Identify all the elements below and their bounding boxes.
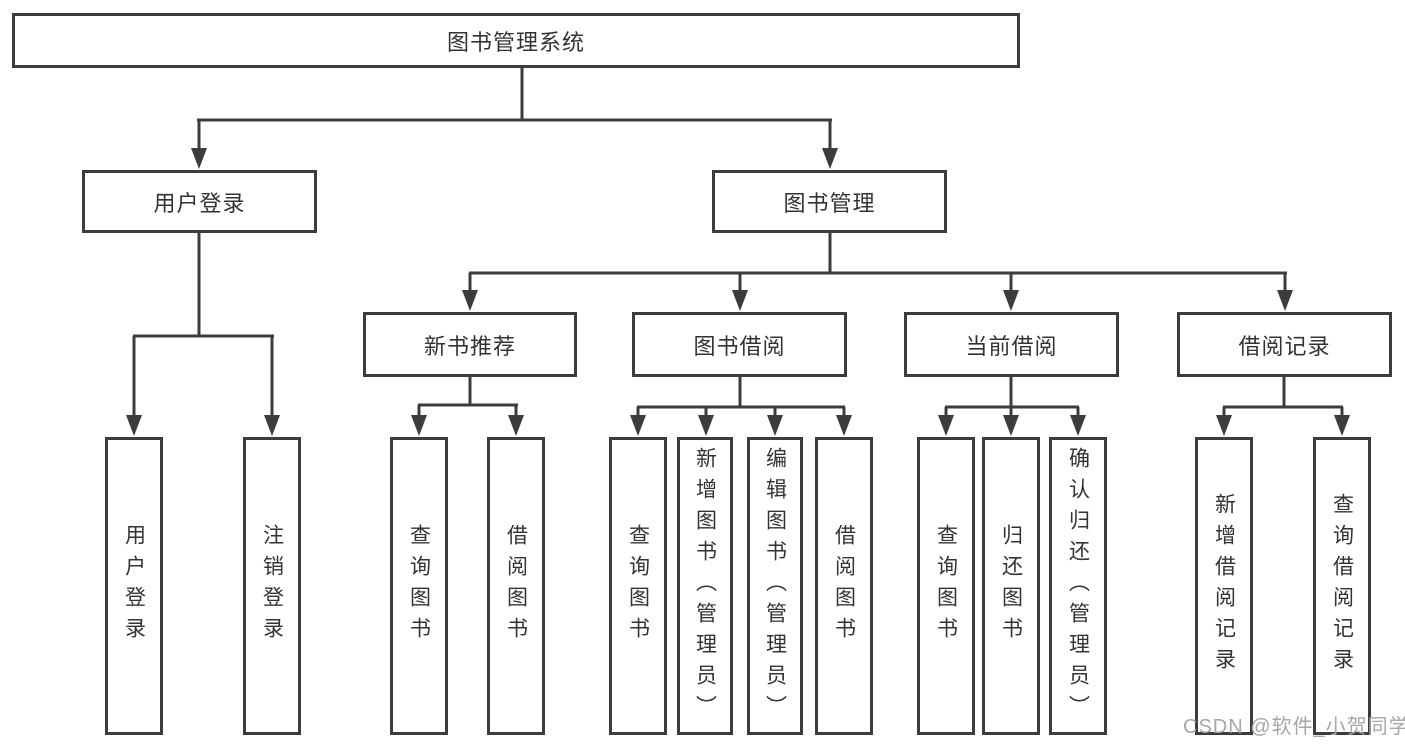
- node-query-borrow-record: 查询借阅记录: [1313, 437, 1371, 735]
- node-return-books: 归还图书: [982, 437, 1040, 735]
- node-label: 确认归还（管理员）: [1066, 446, 1090, 726]
- connector: [132, 68, 1344, 418]
- node-borrow-books-borrowing: 借阅图书: [815, 437, 873, 735]
- node-label: 查询图书: [934, 524, 958, 648]
- node-add-books-admin: 新增图书（管理员）: [677, 437, 733, 735]
- node-book-borrowing: 图书借阅: [632, 312, 847, 377]
- node-label: 查询图书: [626, 524, 650, 648]
- watermark: CSDN @软件_小贺同学: [1183, 716, 1405, 738]
- node-label: 注销登录: [260, 524, 284, 648]
- node-confirm-return-admin: 确认归还（管理员）: [1049, 437, 1107, 735]
- node-label: 用户登录: [122, 524, 146, 648]
- arrowheads: [126, 148, 1350, 436]
- node-library-management-system: 图书管理系统: [12, 13, 1020, 68]
- node-label: 新增借阅记录: [1212, 493, 1236, 679]
- connector-lines: [132, 68, 1344, 418]
- node-label: 新增图书（管理员）: [693, 446, 717, 726]
- node-book-management: 图书管理: [712, 170, 947, 233]
- node-label: 归还图书: [999, 524, 1023, 648]
- node-user-login: 用户登录: [105, 437, 163, 735]
- node-logout: 注销登录: [243, 437, 301, 735]
- node-query-books-current: 查询图书: [917, 437, 975, 735]
- node-query-books-borrowing: 查询图书: [609, 437, 667, 735]
- node-borrow-books-recommend: 借阅图书: [487, 437, 545, 735]
- node-label: 编辑图书（管理员）: [763, 446, 787, 726]
- node-add-borrow-record: 新增借阅记录: [1195, 437, 1253, 735]
- node-query-books-recommend: 查询图书: [390, 437, 448, 735]
- node-current-borrowing: 当前借阅: [904, 312, 1119, 377]
- arrowhead-icon: [126, 148, 1350, 436]
- node-borrowing-records: 借阅记录: [1177, 312, 1392, 377]
- node-edit-books-admin: 编辑图书（管理员）: [747, 437, 803, 735]
- node-label: 查询图书: [407, 524, 431, 648]
- node-label: 借阅图书: [504, 524, 528, 648]
- node-user-login-group: 用户登录: [82, 170, 317, 233]
- node-label: 查询借阅记录: [1330, 493, 1354, 679]
- node-label: 借阅图书: [832, 524, 856, 648]
- node-new-book-recommendation: 新书推荐: [363, 312, 577, 377]
